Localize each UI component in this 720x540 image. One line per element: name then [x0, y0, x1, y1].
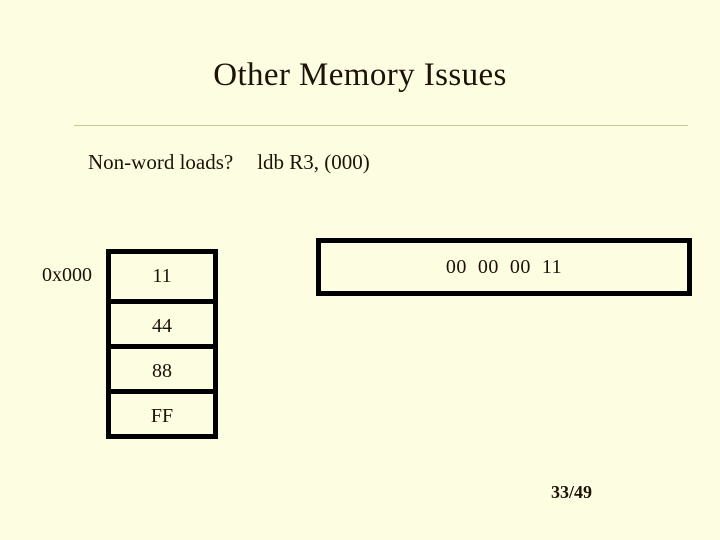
- memory-cell: 44: [111, 299, 213, 344]
- memory-cell: 11: [111, 254, 213, 299]
- subtitle-instruction: ldb R3, (000): [257, 150, 370, 174]
- memory-cell: 88: [111, 344, 213, 389]
- subtitle-line: Non-word loads? ldb R3, (000): [88, 147, 370, 177]
- page-title: Other Memory Issues: [213, 57, 507, 93]
- memory-address-label: 0x000: [42, 264, 92, 286]
- memory-cell: FF: [111, 389, 213, 434]
- title-divider: [74, 125, 688, 126]
- register-box: 00 00 00 11: [316, 238, 692, 296]
- register-value: 00 00 00 11: [445, 255, 563, 278]
- memory-column: 11 44 88 FF: [106, 249, 218, 439]
- subtitle-question: Non-word loads?: [88, 150, 234, 174]
- page-number: 33/49: [550, 482, 592, 502]
